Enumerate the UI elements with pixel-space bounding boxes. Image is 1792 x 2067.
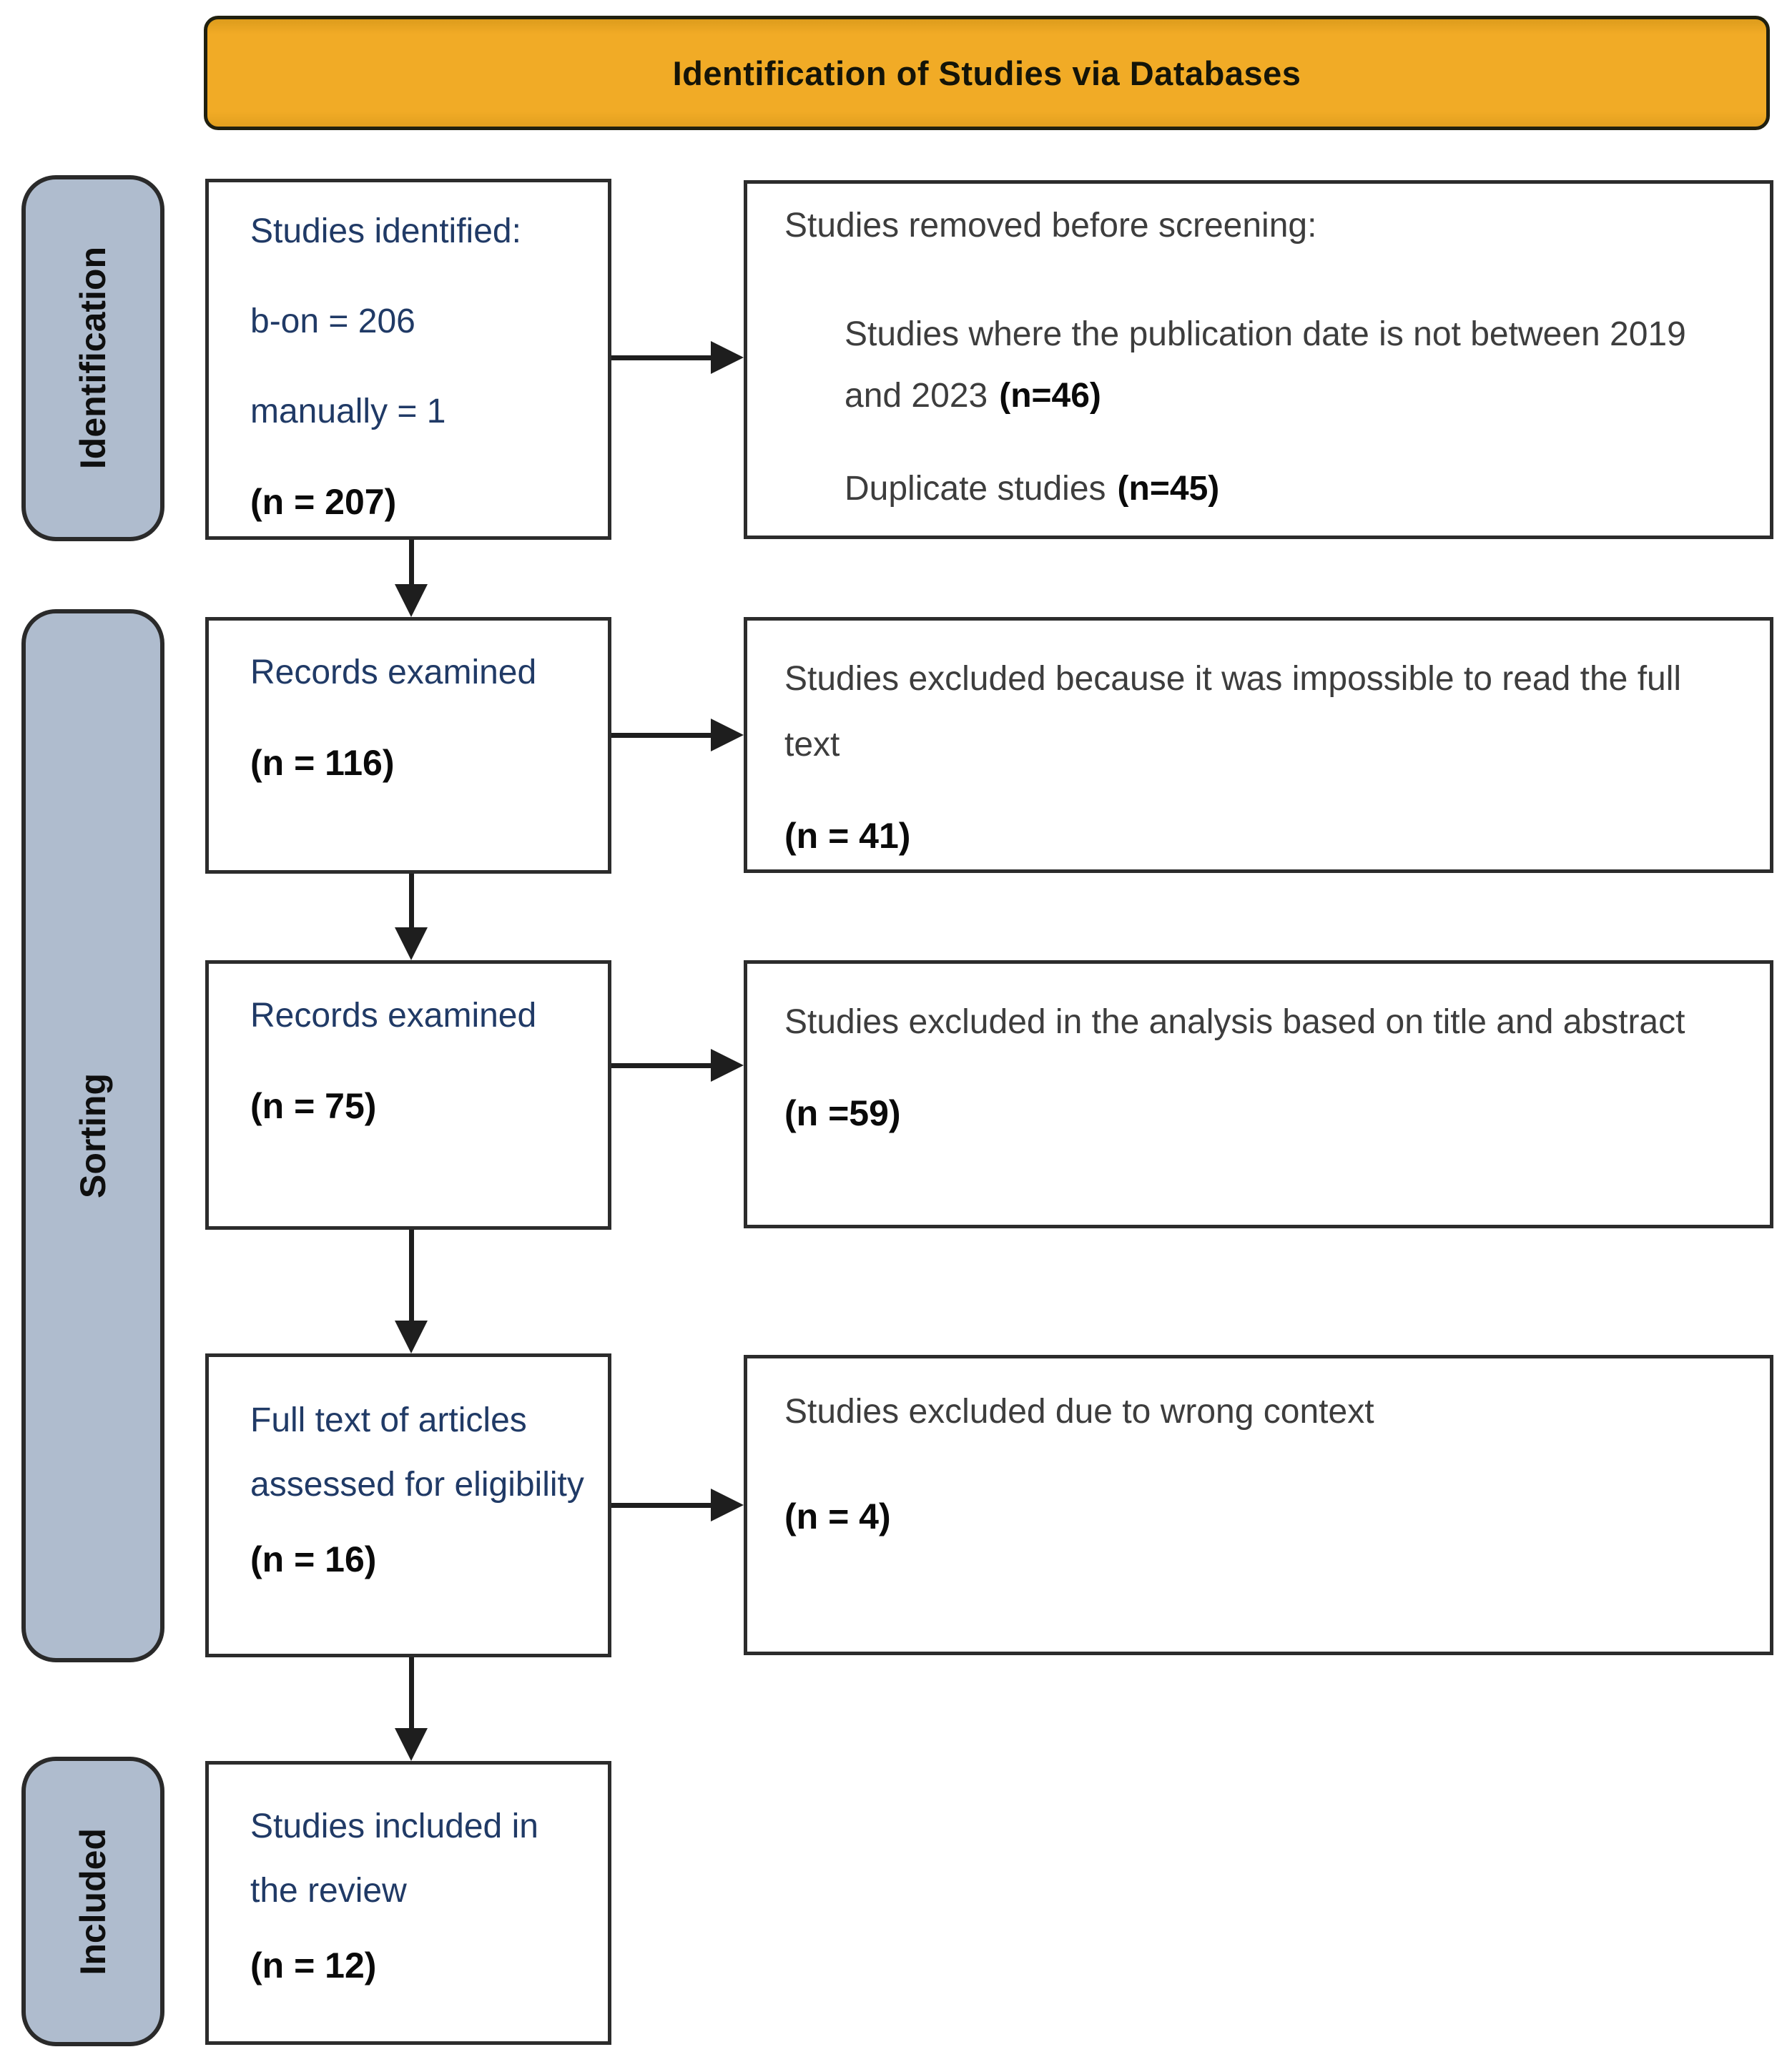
excluded-wrong-context-title: Studies excluded due to wrong context [784,1393,1374,1431]
removed-reason-duplicates-text: Duplicate studies [845,470,1106,508]
box-full-text-assessed: Full text of articles assessed for eligi… [205,1353,611,1657]
arrow-shaft [409,1657,414,1731]
arrow-shaft [611,1063,712,1068]
arrow-shaft [409,874,414,930]
arrow-head-icon [395,1728,428,1761]
excluded-wrong-context-count: (n = 4) [784,1496,891,1536]
box-records-examined-116: Records examined (n = 116) [205,617,611,874]
removed-reason-date-text: Studies where the publication date is no… [845,315,1686,415]
box-removed-before-screening: Studies removed before screening: Studie… [744,180,1773,539]
studies-identified-manually: manually = 1 [250,393,446,430]
studies-identified-count: (n = 207) [250,482,397,522]
box-records-examined-75: Records examined (n = 75) [205,960,611,1230]
records-examined-116-title: Records examined [250,653,537,691]
page-title: Identification of Studies via Databases [672,54,1301,92]
box-excluded-unreadable: Studies excluded because it was impossib… [744,617,1773,873]
removed-reason-duplicates: Duplicate studies (n=45) [845,458,1710,520]
arrow-head-icon [395,927,428,960]
arrow-shaft [611,733,712,738]
removed-reason-date: Studies where the publication date is no… [845,304,1710,427]
studies-included-title: Studies included in the review [250,1807,538,1910]
records-examined-75-count: (n = 75) [250,1086,377,1126]
stage-bar-sorting: Sorting [21,609,164,1662]
arrow-head-icon [711,1489,744,1521]
box-excluded-wrong-context: Studies excluded due to wrong context (n… [744,1355,1773,1655]
box-studies-identified: Studies identified: b-on = 206 manually … [205,179,611,540]
records-examined-75-title: Records examined [250,997,537,1035]
studies-identified-bon: b-on = 206 [250,302,415,340]
box-excluded-title-abstract: Studies excluded in the analysis based o… [744,960,1773,1228]
header-banner: Identification of Studies via Databases [204,16,1770,130]
stage-label-identification: Identification [73,247,113,470]
stage-label-included: Included [73,1827,113,1975]
arrow-shaft [611,355,712,360]
removed-before-screening-title: Studies removed before screening: [784,207,1317,245]
arrow-head-icon [395,1321,428,1353]
stage-bar-identification: Identification [21,175,164,541]
studies-included-count: (n = 12) [250,1945,377,1985]
arrow-shaft [611,1503,712,1508]
excluded-unreadable-title: Studies excluded because it was impossib… [784,660,1682,764]
arrow-shaft [409,1230,414,1323]
stage-bar-included: Included [21,1757,164,2046]
excluded-title-abstract-count: (n =59) [784,1093,901,1133]
arrow-head-icon [711,1049,744,1082]
full-text-assessed-title: Full text of articles assessed for eligi… [250,1401,584,1504]
full-text-assessed-count: (n = 16) [250,1539,377,1579]
arrow-head-icon [395,584,428,617]
box-studies-included: Studies included in the review (n = 12) [205,1761,611,2045]
arrow-head-icon [711,341,744,374]
removed-reason-date-count: (n=46) [999,377,1101,415]
excluded-unreadable-count: (n = 41) [784,816,911,856]
arrow-head-icon [711,719,744,751]
studies-identified-heading: Studies identified: [250,212,521,250]
records-examined-116-count: (n = 116) [250,743,395,783]
excluded-title-abstract-title: Studies excluded in the analysis based o… [784,1003,1685,1041]
stage-label-sorting: Sorting [73,1073,113,1198]
arrow-shaft [409,540,414,587]
removed-reason-duplicates-count: (n=45) [1117,470,1220,508]
